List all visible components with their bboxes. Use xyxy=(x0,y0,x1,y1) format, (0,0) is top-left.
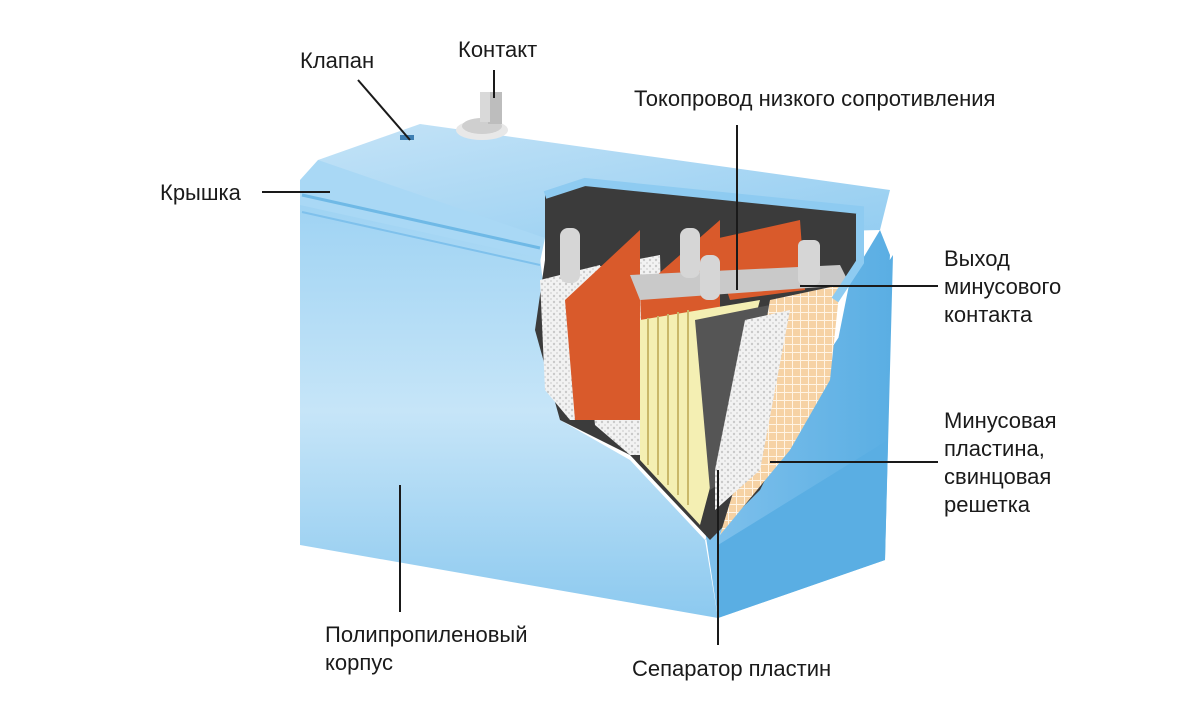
label-negative-plate-line-4: решетка xyxy=(944,492,1031,517)
label-negative-plate: Минусовая пластина, свинцовая решетка xyxy=(944,408,1063,517)
label-negative-plate-line-2: пластина, xyxy=(944,436,1045,461)
battery-front-face xyxy=(300,205,718,618)
label-lid: Крышка xyxy=(160,180,242,205)
label-polypropylene-case: Полипропиленовый корпус xyxy=(325,622,534,675)
leader-lines xyxy=(262,70,938,645)
negative-terminal-post xyxy=(798,240,820,285)
label-low-resistance-conductor: Токопровод низкого сопротивления xyxy=(634,86,995,111)
label-negative-plate-line-1: Минусовая xyxy=(944,408,1057,433)
terminal-post-face xyxy=(480,92,490,122)
label-terminal: Контакт xyxy=(458,37,537,62)
stacked-plate-lines xyxy=(647,310,689,505)
separator-3 xyxy=(715,310,790,510)
label-negative-terminal-outlet-line-2: минусового xyxy=(944,274,1061,299)
label-negative-terminal-outlet-line-1: Выход xyxy=(944,246,1010,271)
post-3 xyxy=(700,255,720,300)
label-plate-separator: Сепаратор пластин xyxy=(632,656,831,681)
lid-groove-2 xyxy=(301,211,541,266)
label-polypropylene-case-line-1: Полипропиленовый xyxy=(325,622,528,647)
label-negative-terminal-outlet: Выход минусового контакта xyxy=(944,246,1067,327)
positive-plate-1 xyxy=(565,230,640,420)
label-negative-terminal-outlet-line-3: контакта xyxy=(944,302,1033,327)
labels: Клапан Контакт Токопровод низкого сопрот… xyxy=(160,37,1067,681)
post-1 xyxy=(560,228,580,283)
label-polypropylene-case-line-2: корпус xyxy=(325,650,393,675)
label-negative-plate-line-3: свинцовая xyxy=(944,464,1051,489)
label-valve: Клапан xyxy=(300,48,374,73)
post-2 xyxy=(680,228,700,278)
lid-groove xyxy=(301,193,541,250)
battery-side-face-lower xyxy=(718,440,888,618)
cutaway-interior xyxy=(535,177,864,540)
cavity-frame xyxy=(543,177,864,303)
leader-valve xyxy=(357,79,411,141)
terminal-post xyxy=(488,92,502,124)
